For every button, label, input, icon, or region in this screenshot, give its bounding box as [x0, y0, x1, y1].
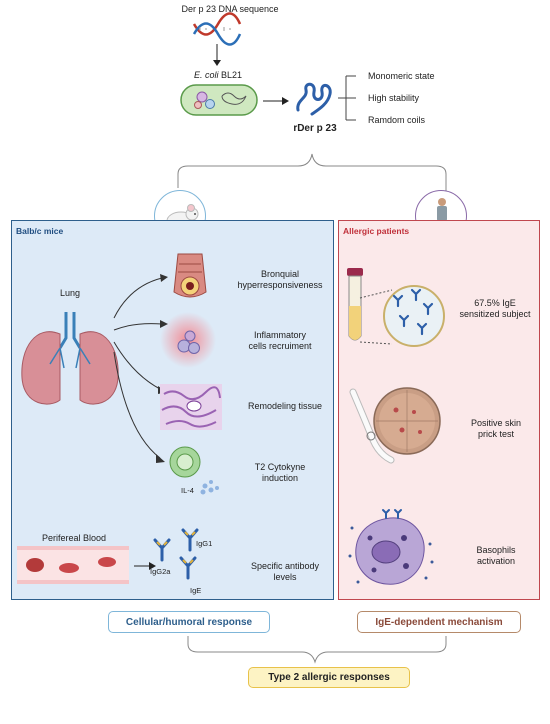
t-cell-icon [169, 446, 219, 495]
ecoli-label: E. coli BL21 [168, 70, 268, 81]
bronchus-icon [173, 253, 207, 298]
merge-brace [187, 636, 447, 664]
item-skin-prick: Positive skin prick test [470, 418, 522, 439]
ecoli-bacterium-icon [180, 84, 258, 116]
ige-zoom-icon [383, 285, 445, 347]
blood-arrow-icon [134, 562, 156, 570]
blood-vessel-icon [17, 546, 129, 584]
protein-name: rDer p 23 [293, 123, 337, 134]
item-basophils: Basophils activation [476, 545, 516, 566]
split-brace [177, 153, 447, 192]
skin-prick-zoom-icon [373, 387, 441, 455]
antibodies-icon [153, 528, 199, 580]
lungs-icon [21, 312, 119, 405]
il4-label: IL-4 [181, 486, 194, 495]
property-coils: Ramdom coils [368, 115, 426, 125]
igg1-label: IgG1 [196, 539, 213, 548]
test-tube-icon [347, 268, 363, 341]
ecoli-label-italic: E. coli [193, 70, 219, 80]
tissue-histology-icon [160, 384, 222, 430]
basophil-icon [348, 509, 434, 585]
patients-panel-title: Allergic patients [343, 226, 410, 236]
protein-coil-icon [296, 82, 332, 116]
arm-icon [349, 388, 395, 464]
ige-label: IgE [190, 586, 202, 595]
dna-sequence-label: Der p 23 DNA sequence [181, 4, 279, 14]
item-remodeling: Remodeling tissue [248, 401, 323, 411]
item-t2-cytokine: T2 Cytokyne induction [254, 462, 306, 483]
igg2a-label: IgG2a [150, 567, 171, 576]
item-bronquial: Bronquial hyperresponsiveness [237, 269, 323, 290]
property-bracket [338, 75, 356, 121]
cellular-humoral-response: Cellular/humoral response [108, 611, 270, 633]
ige-dependent-mechanism: IgE-dependent mechanism [357, 611, 521, 633]
dna-helix-icon [192, 12, 242, 46]
item-antibody-levels: Specific antibody levels [250, 561, 320, 582]
fan-arrows [113, 274, 168, 463]
arrow-down-icon [213, 44, 221, 66]
ecoli-label-strain: BL21 [218, 70, 243, 80]
lung-label: Lung [60, 288, 81, 298]
item-inflammatory: Inflammatory cells recruiment [248, 330, 312, 351]
mice-panel-title: Balb/c mice [16, 226, 64, 236]
property-stability: High stability [368, 93, 420, 103]
property-monomeric: Monomeric state [368, 71, 435, 81]
blood-label: Perifereal Blood [42, 533, 107, 543]
inflammatory-cells-icon [160, 312, 216, 368]
arrow-right-icon [263, 97, 289, 105]
zoom-lines [359, 289, 393, 345]
type2-allergic-responses: Type 2 allergic responses [248, 667, 410, 688]
item-ige-sensitized: 67.5% IgE sensitized subject [459, 298, 531, 319]
